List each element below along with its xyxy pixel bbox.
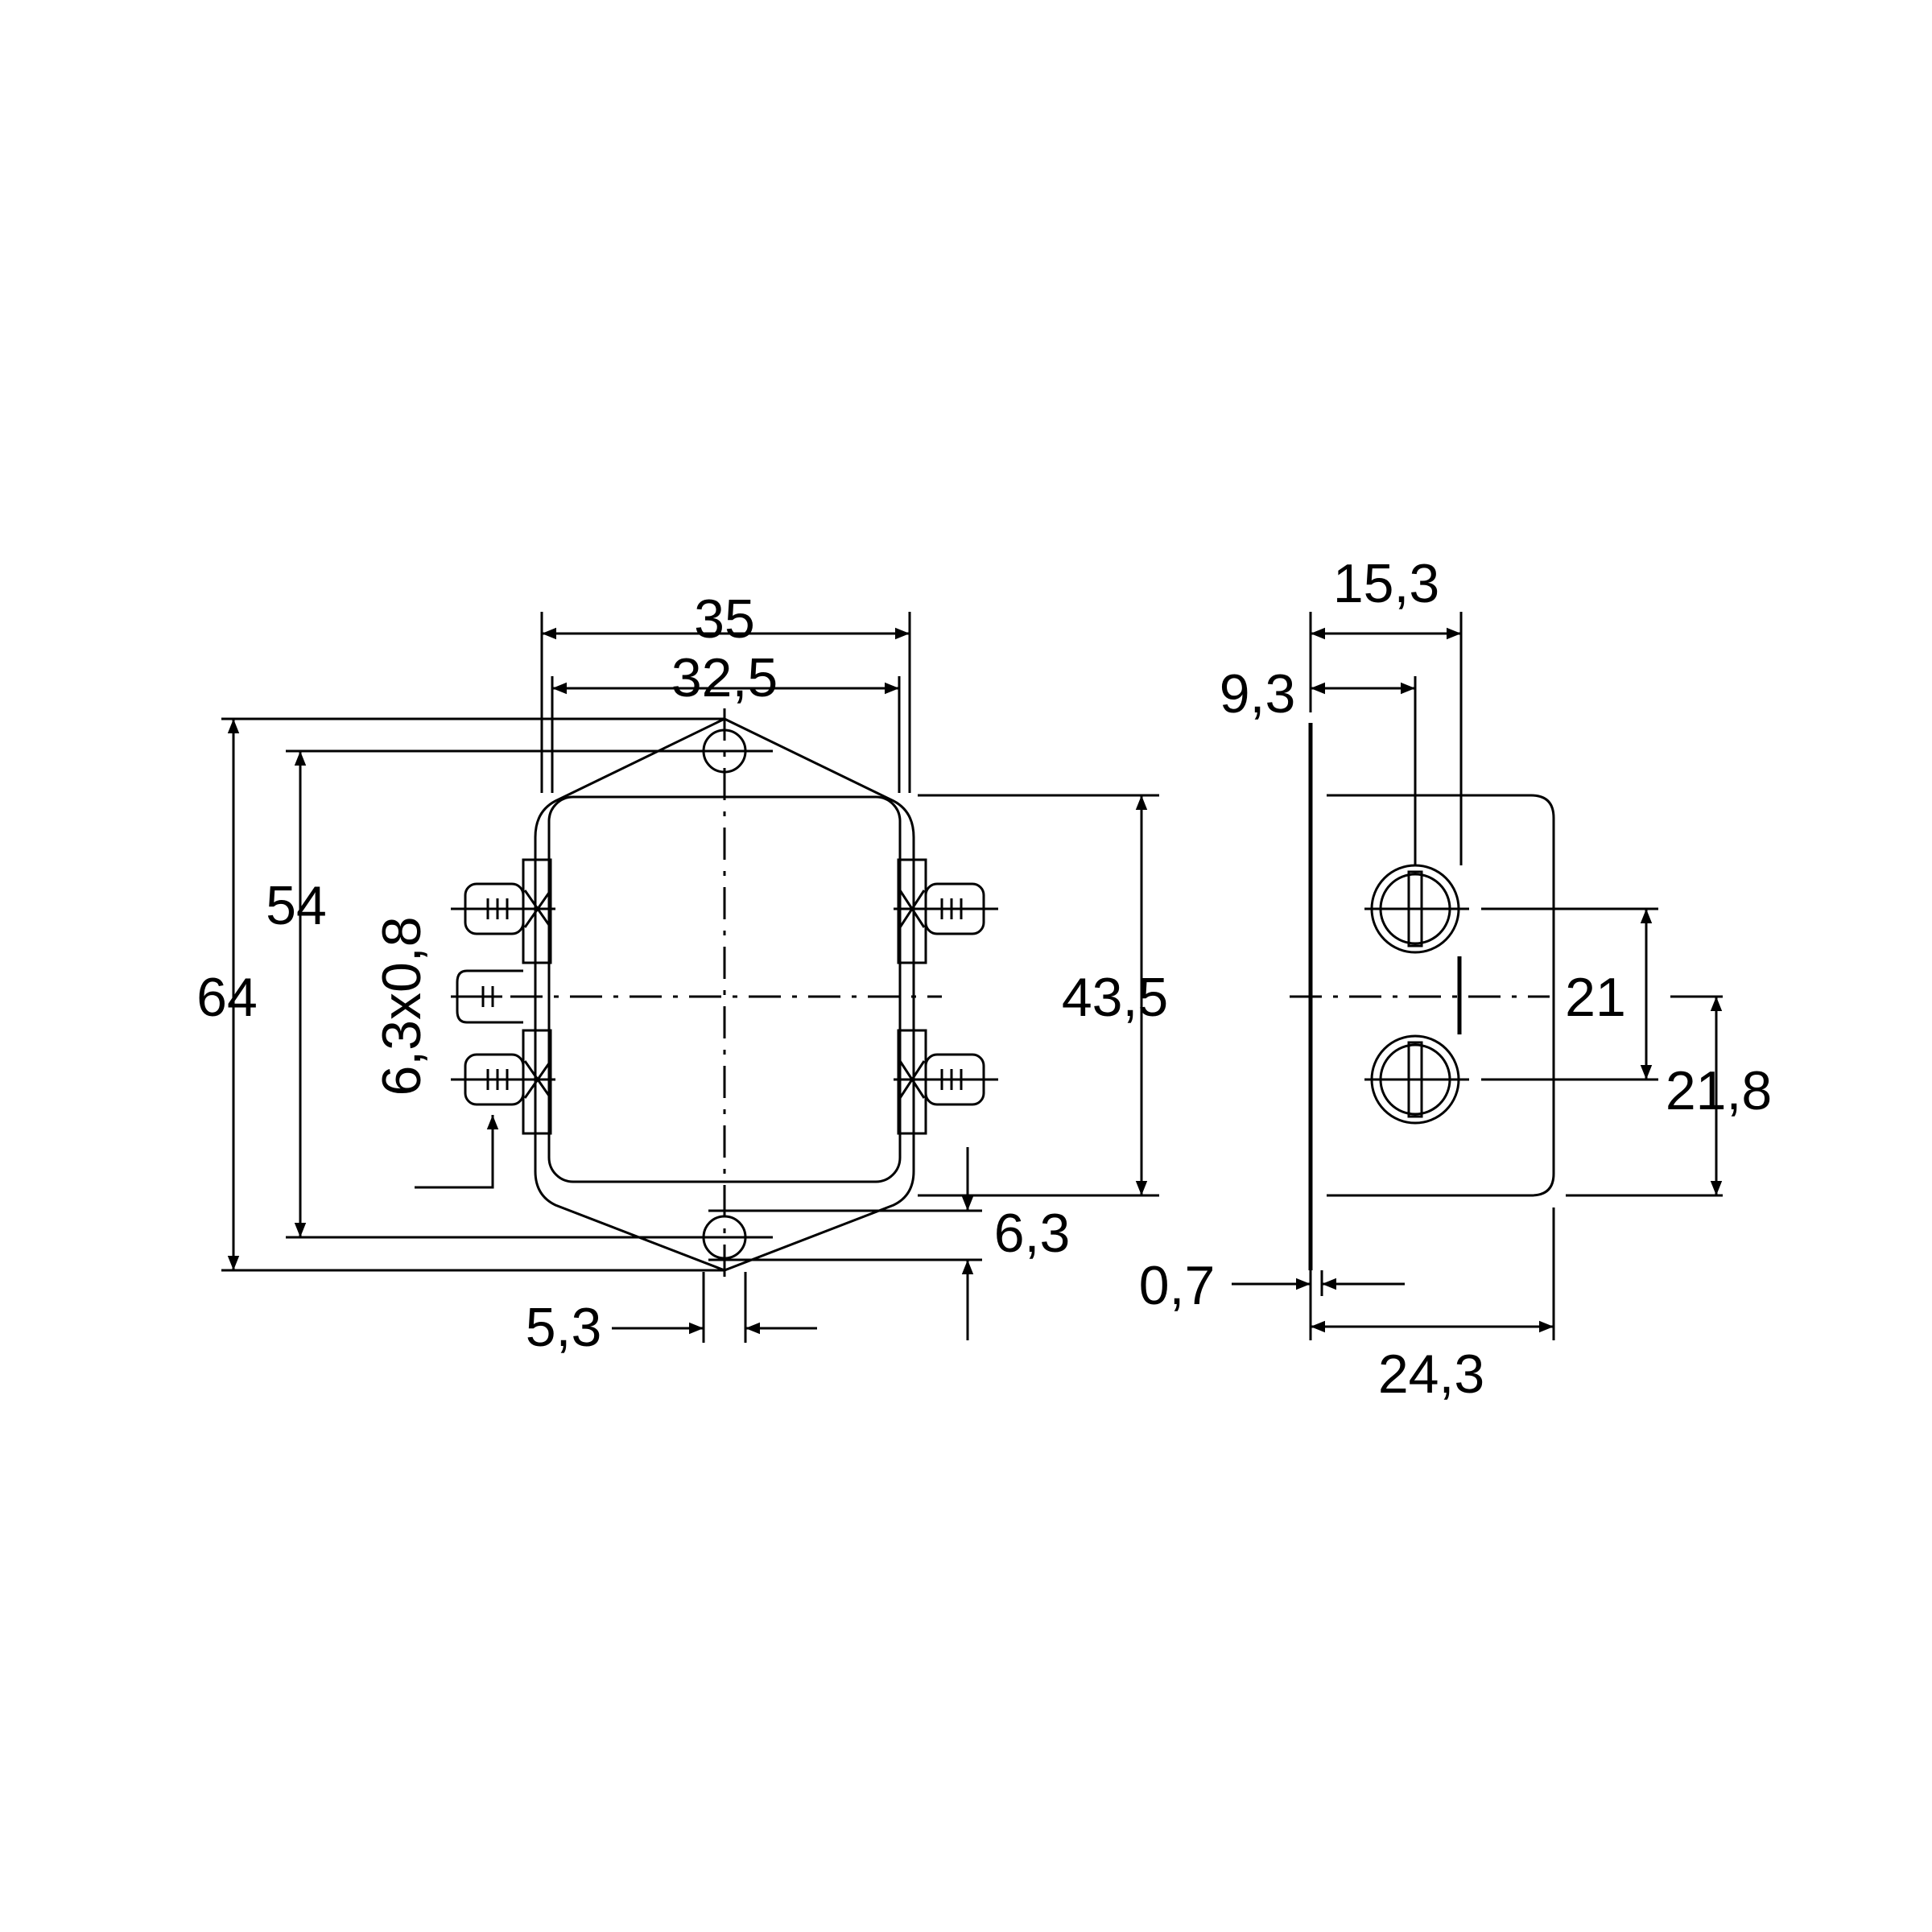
dim-21-8: 21,8 [1666, 1060, 1772, 1121]
dim-21: 21 [1565, 967, 1626, 1028]
left-terminals [451, 858, 555, 1135]
dim-64: 64 [196, 967, 258, 1028]
dim-35: 35 [694, 588, 755, 650]
front-view: 35 32,5 64 54 43,5 6,3 5,3 6,3x0,8 [196, 588, 1168, 1358]
dim-24-3: 24,3 [1378, 1344, 1484, 1405]
side-view: 15,3 9,3 21 21,8 0,7 24,3 [1139, 553, 1772, 1405]
dim-54: 54 [266, 875, 327, 936]
dim-0-7: 0,7 [1139, 1255, 1216, 1316]
dim-6-3-offset: 6,3 [994, 1203, 1071, 1264]
dim-43-5: 43,5 [1062, 967, 1168, 1028]
dim-15-3: 15,3 [1333, 553, 1439, 614]
dim-5-3: 5,3 [526, 1297, 602, 1358]
dim-32-5: 32,5 [671, 647, 778, 708]
dim-9-3: 9,3 [1220, 663, 1296, 724]
dim-tab-size: 6,3x0,8 [371, 916, 432, 1096]
right-terminals [894, 858, 998, 1135]
side-body-outline [1327, 794, 1555, 1197]
